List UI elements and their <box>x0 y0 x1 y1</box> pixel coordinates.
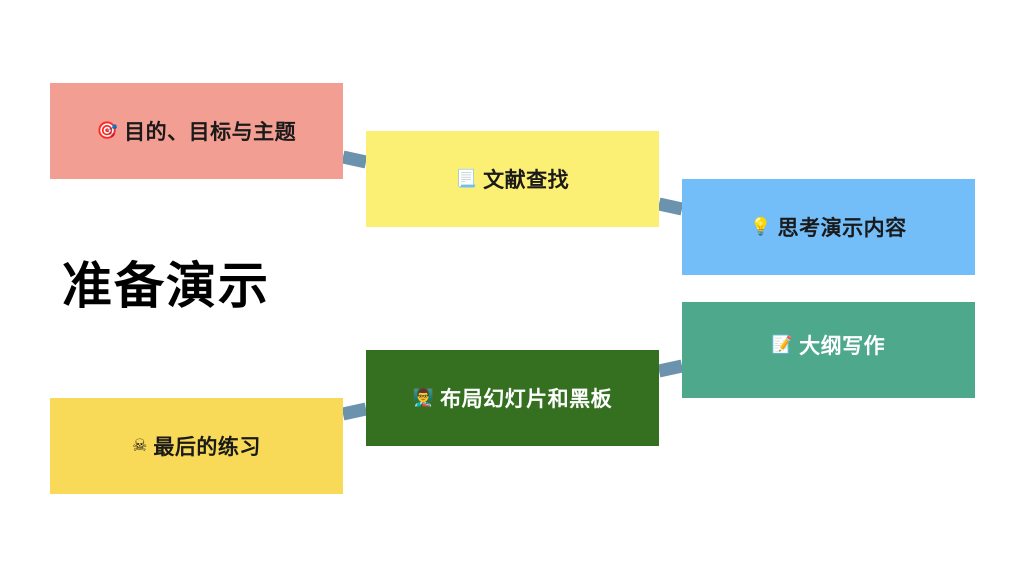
connector-2-3 <box>657 197 684 216</box>
memo-icon: 📝 <box>771 334 794 355</box>
teacher-icon: 👨‍🏫 <box>412 387 435 408</box>
step-label-3: 思考演示内容 <box>777 214 907 240</box>
step-label-4: 大纲写作 <box>799 332 886 358</box>
step-label-1: 目的、目标与主题 <box>124 118 297 144</box>
step-box-1[interactable]: 🎯 目的、目标与主题 <box>50 83 343 179</box>
step-label-5: 布局幻灯片和黑板 <box>440 385 613 411</box>
lightbulb-icon: 💡 <box>750 216 772 237</box>
step-label-2: 文献查找 <box>483 166 570 192</box>
step-box-3[interactable]: 💡 思考演示内容 <box>682 179 975 275</box>
step-box-5[interactable]: 👨‍🏫 布局幻灯片和黑板 <box>366 350 659 446</box>
document-icon: 📃 <box>455 168 478 189</box>
step-box-2[interactable]: 📃 文献查找 <box>366 131 659 227</box>
slide-title: 准备演示 <box>62 256 270 315</box>
connector-1-2 <box>341 150 368 169</box>
target-icon: 🎯 <box>96 120 119 141</box>
step-box-4[interactable]: 📝 大纲写作 <box>682 302 975 398</box>
step-box-6[interactable]: ☠ 最后的练习 <box>50 398 343 494</box>
connector-4-5 <box>657 359 684 378</box>
step-label-6: 最后的练习 <box>153 433 261 459</box>
connector-5-6 <box>341 402 368 421</box>
skull-crossbones-icon: ☠ <box>132 435 148 456</box>
